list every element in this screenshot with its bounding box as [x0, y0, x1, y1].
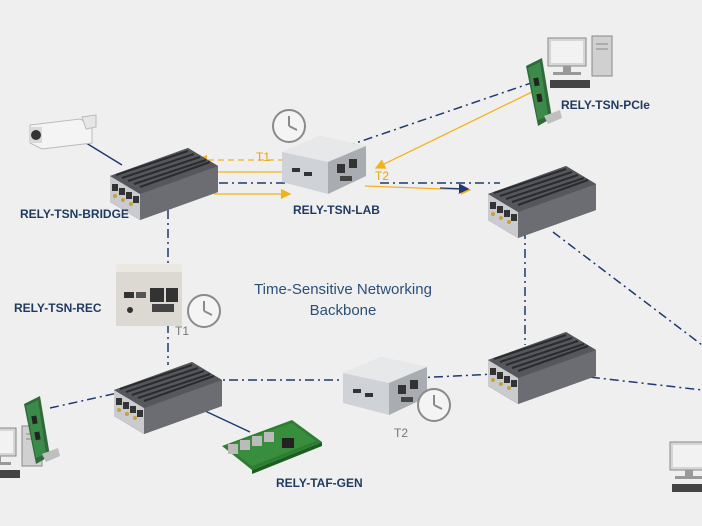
- label-rely-tsn-rec: RELY-TSN-REC: [14, 301, 102, 315]
- traffic-generator-board-icon: [222, 420, 322, 474]
- desktop-computer-icon: [669, 439, 702, 493]
- label-rely-tsn-bridge: RELY-TSN-BRIDGE: [20, 207, 129, 221]
- backbone-title-line1: Time-Sensitive Networking: [254, 281, 432, 298]
- security-camera-icon: [29, 114, 97, 150]
- switch-device-icon: [487, 165, 597, 239]
- clock-icon: [417, 388, 451, 422]
- network-links: [49, 81, 702, 409]
- time-label-lab-t1: T1: [256, 150, 271, 164]
- clock-icon: [187, 294, 221, 328]
- switch-device-icon: [487, 331, 597, 405]
- switch-device-icon: [113, 361, 223, 435]
- pcie-card-icon: [526, 58, 562, 126]
- recorder-box-icon: [116, 264, 182, 326]
- mini-pc-icon: [282, 136, 366, 194]
- time-label-lab-t2: T2: [375, 169, 390, 183]
- clock-icon: [272, 109, 306, 143]
- label-rely-tsn-lab: RELY-TSN-LAB: [293, 203, 380, 217]
- label-rely-tsn-pcie: RELY-TSN-PCIe: [561, 98, 650, 112]
- backbone-title-line2: Backbone: [309, 302, 377, 319]
- time-label-bottom-t2: T2: [394, 426, 409, 440]
- time-label-rec-t1: T1: [175, 324, 190, 338]
- backbone-title: Time-Sensitive Networking Backbone: [236, 279, 450, 321]
- mini-pc-icon: [343, 357, 427, 415]
- label-rely-traf-gen: RELY-TAF-GEN: [276, 476, 363, 490]
- desktop-computer-icon: [547, 35, 613, 89]
